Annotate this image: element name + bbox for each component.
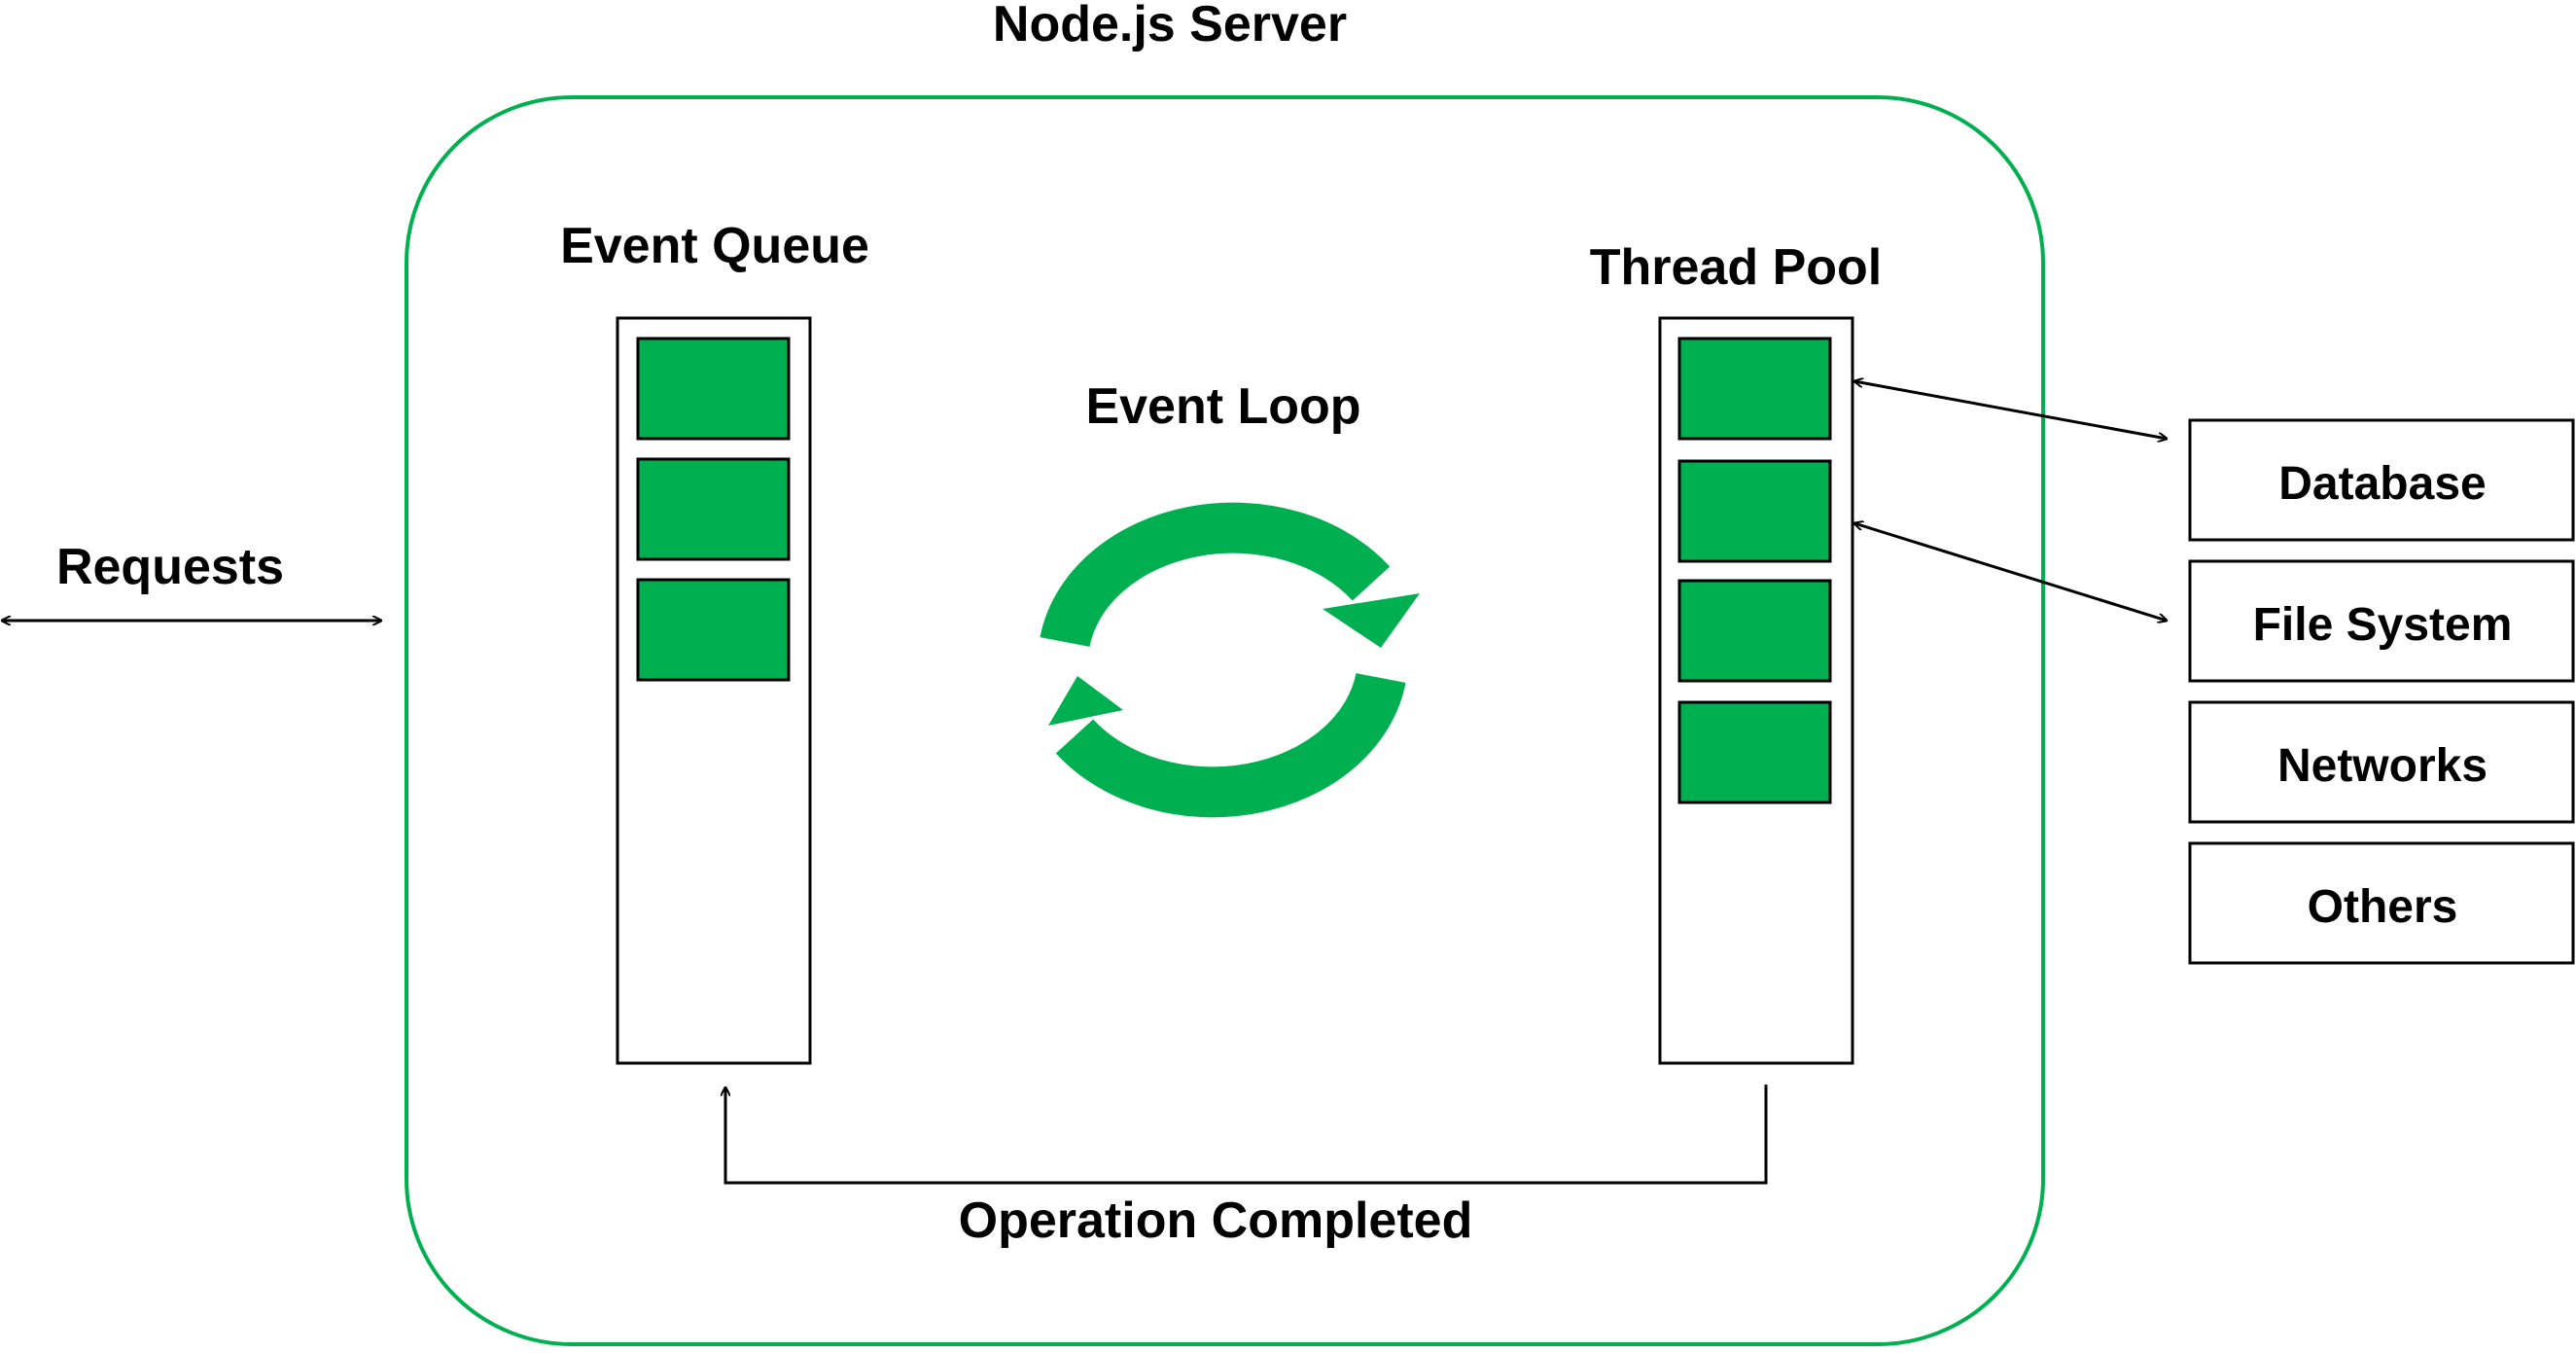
- resource-networks: Networks: [2188, 700, 2575, 824]
- event-queue-slot: [636, 337, 791, 441]
- operation-completed-label: Operation Completed: [959, 1193, 1473, 1249]
- database-arrow: [1854, 381, 2167, 439]
- resource-others: Others: [2188, 841, 2575, 965]
- diagram-title: Node.js Server: [993, 0, 1347, 53]
- thread-pool-slot: [1677, 579, 1832, 683]
- resource-label: Networks: [2277, 740, 2488, 792]
- event-loop-label: Event Loop: [1085, 378, 1360, 435]
- resource-label: Database: [2278, 458, 2486, 510]
- resource-label: Others: [2308, 881, 2458, 933]
- resource-file-system: File System: [2188, 559, 2575, 683]
- thread-pool-label: Thread Pool: [1590, 239, 1882, 296]
- resource-label: File System: [2253, 599, 2513, 651]
- thread-pool-column: [1658, 316, 1854, 1065]
- event-queue-slot: [636, 578, 791, 682]
- event-queue-label: Event Queue: [560, 218, 869, 274]
- thread-pool-slot: [1677, 700, 1832, 804]
- requests-label: Requests: [56, 539, 284, 595]
- resource-database: Database: [2188, 418, 2575, 542]
- file-system-arrow: [1854, 523, 2167, 621]
- event-queue-column: [616, 316, 812, 1065]
- thread-pool-slot: [1677, 459, 1832, 563]
- operation-completed-arrow: [725, 1085, 1768, 1185]
- event-queue-slot: [636, 457, 791, 561]
- thread-pool-slot: [1677, 337, 1832, 441]
- event-loop-cycle-icon: [1040, 502, 1420, 818]
- server-container: [405, 95, 2045, 1346]
